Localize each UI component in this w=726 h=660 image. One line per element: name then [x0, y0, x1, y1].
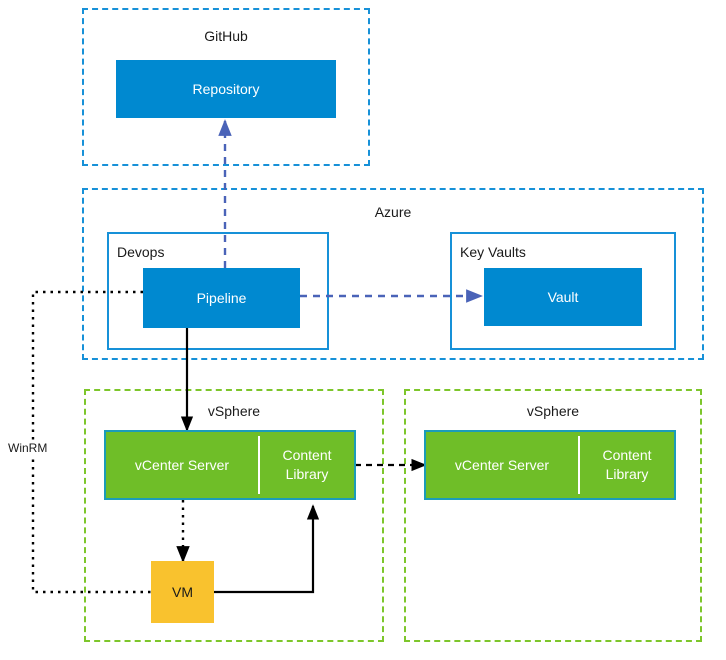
zone-azure-label: Azure: [374, 204, 412, 220]
node-divider-1: [258, 436, 260, 494]
winrm-edge-label: WinRM: [6, 440, 50, 456]
node-vm[interactable]: VM: [151, 561, 214, 623]
node-divider-2: [578, 436, 580, 494]
zone-vsphere-1-label: vSphere: [207, 403, 261, 419]
zone-azure: Azure: [82, 188, 704, 360]
node-content-library-2-label-line1: Content: [602, 447, 652, 463]
node-repository[interactable]: Repository: [116, 60, 336, 118]
node-content-library-2-label-line2: Library: [605, 466, 649, 482]
zone-vsphere-2-label: vSphere: [526, 403, 580, 419]
node-vcenter-server-2-label: vCenter Server: [454, 456, 550, 473]
node-vcenter-server-2-group[interactable]: vCenter Server Content Library: [424, 430, 676, 500]
node-vcenter-server-2[interactable]: vCenter Server: [426, 432, 578, 498]
node-vm-label: VM: [172, 583, 193, 600]
node-content-library-2[interactable]: Content Library: [580, 432, 674, 498]
node-vault-label: Vault: [547, 288, 579, 305]
node-vcenter-server-1-group[interactable]: vCenter Server Content Library: [104, 430, 356, 500]
node-content-library-1[interactable]: Content Library: [260, 432, 354, 498]
node-vcenter-server-1[interactable]: vCenter Server: [106, 432, 258, 498]
node-pipeline-label: Pipeline: [196, 289, 247, 306]
zone-vsphere-2: vSphere: [404, 389, 702, 642]
node-content-library-1-label-line2: Library: [285, 466, 329, 482]
zone-devops-label: Devops: [117, 244, 165, 260]
node-repository-label: Repository: [192, 80, 260, 97]
zone-key-vaults-label: Key Vaults: [460, 244, 526, 260]
zone-vsphere-1: vSphere: [84, 389, 384, 642]
zone-github-label: GitHub: [204, 28, 248, 44]
node-vault[interactable]: Vault: [484, 268, 642, 326]
node-vcenter-server-1-label: vCenter Server: [134, 456, 230, 473]
node-content-library-1-label-line1: Content: [282, 447, 332, 463]
node-pipeline[interactable]: Pipeline: [143, 268, 300, 328]
